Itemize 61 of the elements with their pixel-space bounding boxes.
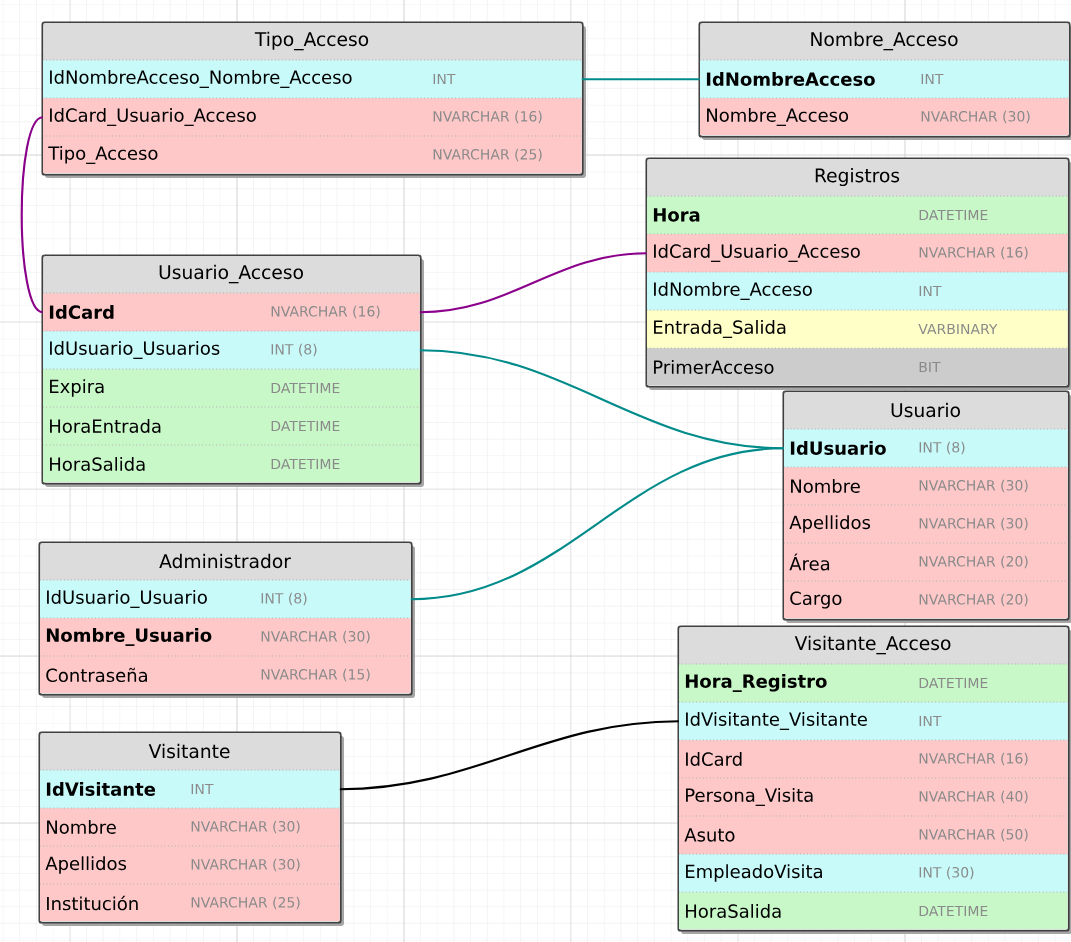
table-row: IdVisitante_Visitante INT xyxy=(678,701,1068,741)
node-label: Área xyxy=(789,553,830,571)
node-label: Expira xyxy=(50,379,104,397)
relationship-line xyxy=(20,116,44,314)
table-row: Nombre NVARCHAR (30) xyxy=(783,466,1068,506)
node-label: Apellidos xyxy=(789,515,871,533)
relationship-line xyxy=(581,78,700,81)
table-row: Asuto NVARCHAR (50) xyxy=(678,815,1068,855)
node-label: HoraEntrada xyxy=(50,419,161,433)
node-label: NVARCHAR (16) xyxy=(919,752,1028,766)
node-label: NVARCHAR (16) xyxy=(433,110,542,124)
table-row: Apellidos NVARCHAR (30) xyxy=(39,845,340,885)
table-row: Hora DATETIME xyxy=(646,195,1068,235)
table-row: IdNombre_Acceso INT xyxy=(646,271,1068,311)
table-row: Apellidos NVARCHAR (30) xyxy=(783,504,1068,544)
table-row: Institución NVARCHAR (25) xyxy=(39,883,340,922)
relationship-line xyxy=(410,447,784,601)
table-row: Entrada_Salida VARBINARY xyxy=(646,309,1068,349)
table-row: IdNombreAcceso_Nombre_Acceso INT xyxy=(42,59,582,99)
table-row: Persona_Visita NVARCHAR (40) xyxy=(678,777,1068,817)
table-row: IdCard_Usuario_Acceso NVARCHAR (16) xyxy=(42,97,582,137)
node-label: NVARCHAR (30) xyxy=(261,630,370,644)
table-row: IdUsuario INT (8) xyxy=(783,428,1068,468)
node-label: IdCard xyxy=(686,752,742,766)
node-label: Nombre xyxy=(791,479,860,493)
table-row: Nombre NVARCHAR (30) xyxy=(39,807,340,847)
table-row: HoraSalida DATETIME xyxy=(42,444,420,483)
table-row: Nombre_Acceso NVARCHAR (30) xyxy=(699,97,1069,136)
node-label: DATETIME xyxy=(271,382,340,394)
table-row: PrimerAcceso BIT xyxy=(646,347,1068,386)
node-label: NVARCHAR (30) xyxy=(919,517,1028,531)
table-row: IdUsuario_Usuarios INT (8) xyxy=(42,330,420,370)
node-label: NVARCHAR (30) xyxy=(191,858,300,872)
table-row: IdUsuario_Usuario INT (8) xyxy=(39,579,411,619)
table-row: Contraseña NVARCHAR (15) xyxy=(39,655,411,694)
table-row: Tipo_Acceso NVARCHAR (25) xyxy=(42,135,582,174)
node-label: NVARCHAR (20) xyxy=(919,555,1028,569)
node-label: Nombre xyxy=(47,820,116,834)
table-row: EmpleadoVisita INT (30) xyxy=(678,853,1068,893)
node-label: Apellidos xyxy=(45,856,127,874)
table-row: IdVisitante INT xyxy=(39,769,340,809)
table-row: HoraEntrada DATETIME xyxy=(42,406,420,446)
node-label: IdCard_Usuario_Acceso xyxy=(50,108,256,126)
table-row: Nombre_Usuario NVARCHAR (30) xyxy=(39,617,411,657)
table-row: IdCard_Usuario_Acceso NVARCHAR (16) xyxy=(646,233,1068,273)
table-row: IdCard NVARCHAR (16) xyxy=(678,739,1068,779)
node-label: Persona_Visita xyxy=(686,788,813,806)
relationship-line xyxy=(339,720,679,791)
table-row: Hora_Registro DATETIME xyxy=(678,663,1068,703)
table-row: HoraSalida DATETIME xyxy=(678,891,1068,930)
node-label: DATETIME xyxy=(271,420,340,432)
node-label: Nombre_Usuario xyxy=(46,628,212,646)
node-label: NVARCHAR (40) xyxy=(919,790,1028,804)
table-row: IdCard NVARCHAR (16) xyxy=(42,292,420,332)
relationship-line xyxy=(419,252,647,314)
table-row: Área NVARCHAR (20) xyxy=(783,542,1068,582)
table-row: Expira DATETIME xyxy=(42,368,420,408)
node-label: NVARCHAR (30) xyxy=(191,820,300,834)
table-row: Cargo NVARCHAR (20) xyxy=(783,580,1068,619)
table-row: IdNombreAcceso INT xyxy=(699,59,1069,99)
node-label: NVARCHAR (30) xyxy=(919,479,1028,493)
